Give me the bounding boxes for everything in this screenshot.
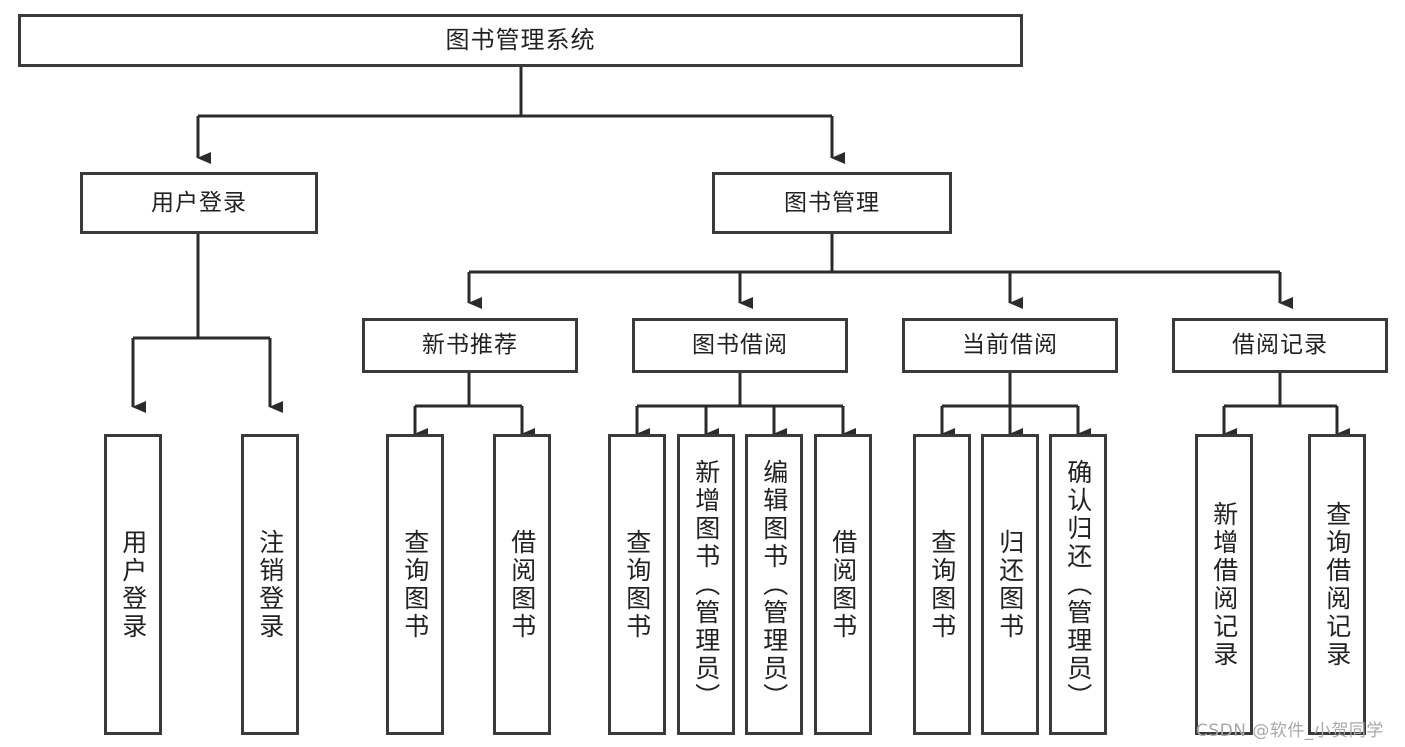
node-label: 查询图书 bbox=[400, 528, 430, 641]
leaf-borrow-books-recommend[interactable]: 借阅图书 bbox=[493, 434, 551, 735]
node-label: 查询图书 bbox=[622, 528, 652, 641]
node-label: 借阅图书 bbox=[507, 528, 537, 641]
node-label: 图书管理系统 bbox=[445, 25, 596, 54]
node-label: 借阅记录 bbox=[1232, 332, 1328, 359]
leaf-add-borrow-record[interactable]: 新增借阅记录 bbox=[1195, 434, 1253, 735]
node-new-book-recommend[interactable]: 新书推荐 bbox=[362, 318, 578, 373]
node-label: 借阅图书 bbox=[828, 528, 858, 641]
node-label: 当前借阅 bbox=[962, 332, 1058, 359]
node-label: 图书管理 bbox=[784, 189, 880, 216]
leaf-user-login[interactable]: 用户登录 bbox=[104, 434, 162, 735]
node-label: 注销登录 bbox=[255, 528, 285, 641]
node-current-borrow[interactable]: 当前借阅 bbox=[902, 318, 1118, 373]
leaf-edit-book-admin[interactable]: 编辑图书（管理员） bbox=[745, 434, 803, 735]
leaf-borrow-books-borrow[interactable]: 借阅图书 bbox=[814, 434, 872, 735]
node-label: 查询图书 bbox=[927, 528, 957, 641]
leaf-add-book-admin[interactable]: 新增图书（管理员） bbox=[677, 434, 735, 735]
leaf-query-books-borrow[interactable]: 查询图书 bbox=[608, 434, 666, 735]
leaf-query-borrow-record[interactable]: 查询借阅记录 bbox=[1308, 434, 1366, 735]
node-user-login[interactable]: 用户登录 bbox=[80, 172, 318, 234]
node-label: 查询借阅记录 bbox=[1322, 500, 1352, 669]
node-root-system[interactable]: 图书管理系统 bbox=[18, 14, 1023, 67]
node-label: 编辑图书（管理员） bbox=[759, 458, 789, 711]
node-label: 归还图书 bbox=[995, 528, 1025, 641]
node-label: 新增图书（管理员） bbox=[691, 458, 721, 711]
node-book-management[interactable]: 图书管理 bbox=[712, 172, 952, 234]
leaf-logout[interactable]: 注销登录 bbox=[241, 434, 299, 735]
node-label: 图书借阅 bbox=[692, 332, 788, 359]
node-label: 确认归还（管理员） bbox=[1063, 458, 1093, 711]
leaf-return-books[interactable]: 归还图书 bbox=[981, 434, 1039, 735]
node-label: 新增借阅记录 bbox=[1209, 500, 1239, 669]
node-label: 新书推荐 bbox=[422, 332, 518, 359]
csdn-watermark: CSDN @软件_小贺同学 bbox=[1196, 721, 1384, 741]
node-book-borrow[interactable]: 图书借阅 bbox=[632, 318, 848, 373]
leaf-confirm-return-admin[interactable]: 确认归还（管理员） bbox=[1049, 434, 1107, 735]
node-label: 用户登录 bbox=[151, 189, 247, 216]
leaf-query-books-current[interactable]: 查询图书 bbox=[913, 434, 971, 735]
node-borrow-records[interactable]: 借阅记录 bbox=[1172, 318, 1388, 373]
leaf-query-books-recommend[interactable]: 查询图书 bbox=[386, 434, 444, 735]
node-label: 用户登录 bbox=[118, 528, 148, 641]
